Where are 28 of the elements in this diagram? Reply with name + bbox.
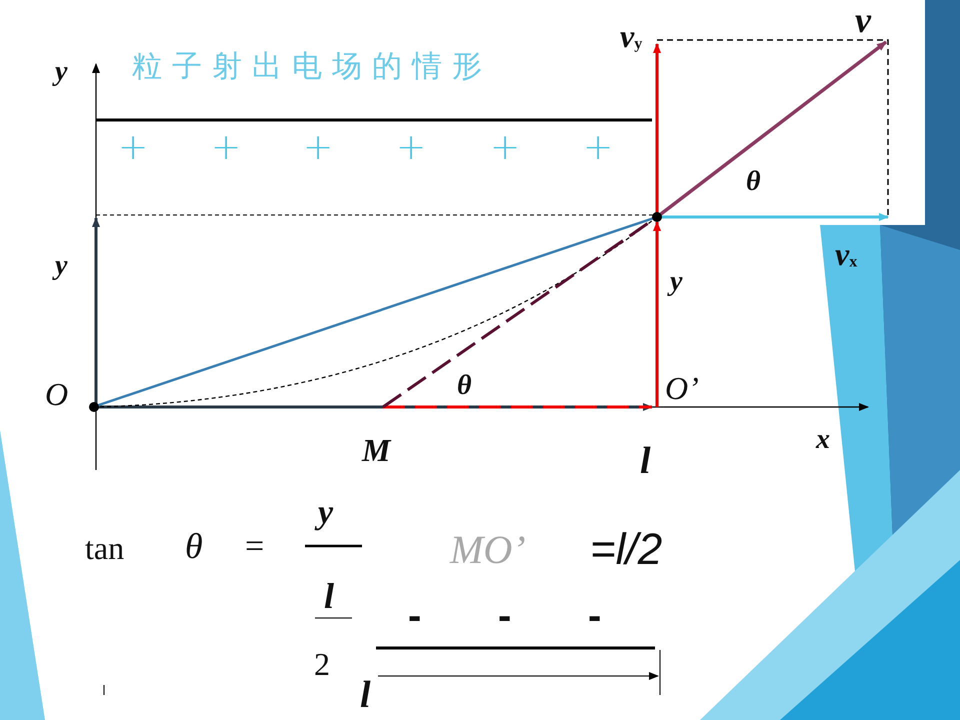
- charge-sign: -: [588, 596, 602, 636]
- point-label: O’: [665, 372, 699, 404]
- axis-label: x: [816, 426, 830, 454]
- charge-sign: +: [396, 130, 426, 166]
- point-label: M: [362, 434, 390, 466]
- formula-text: =: [245, 530, 264, 564]
- charge-sign: +: [583, 130, 614, 166]
- charge-sign: +: [211, 130, 242, 166]
- velocity-label: v$_{x}$: [835, 238, 858, 271]
- length-label: l: [640, 442, 651, 480]
- charge-sign: +: [490, 130, 520, 166]
- formula-text: =l/2: [590, 528, 662, 572]
- velocity-label: v$_{y}$: [620, 20, 642, 53]
- formula-symbol: θ: [185, 528, 203, 564]
- charge-sign: +: [118, 130, 148, 166]
- diagram-title: 粒子射出电场的情形: [132, 50, 492, 83]
- velocity-label: v: [855, 2, 871, 38]
- formula-denominator: 2: [314, 648, 330, 680]
- formula-text: MO’: [450, 530, 526, 570]
- charge-sign: +: [303, 130, 334, 166]
- charge-sign: -: [408, 596, 422, 636]
- angle-label: θ: [746, 168, 761, 196]
- charge-sign: -: [498, 596, 512, 636]
- length-label: l: [360, 676, 371, 714]
- formula-text: tan: [85, 532, 124, 564]
- formula-denominator: l: [324, 578, 334, 614]
- angle-label: θ: [457, 372, 472, 400]
- point-label: O: [45, 378, 68, 410]
